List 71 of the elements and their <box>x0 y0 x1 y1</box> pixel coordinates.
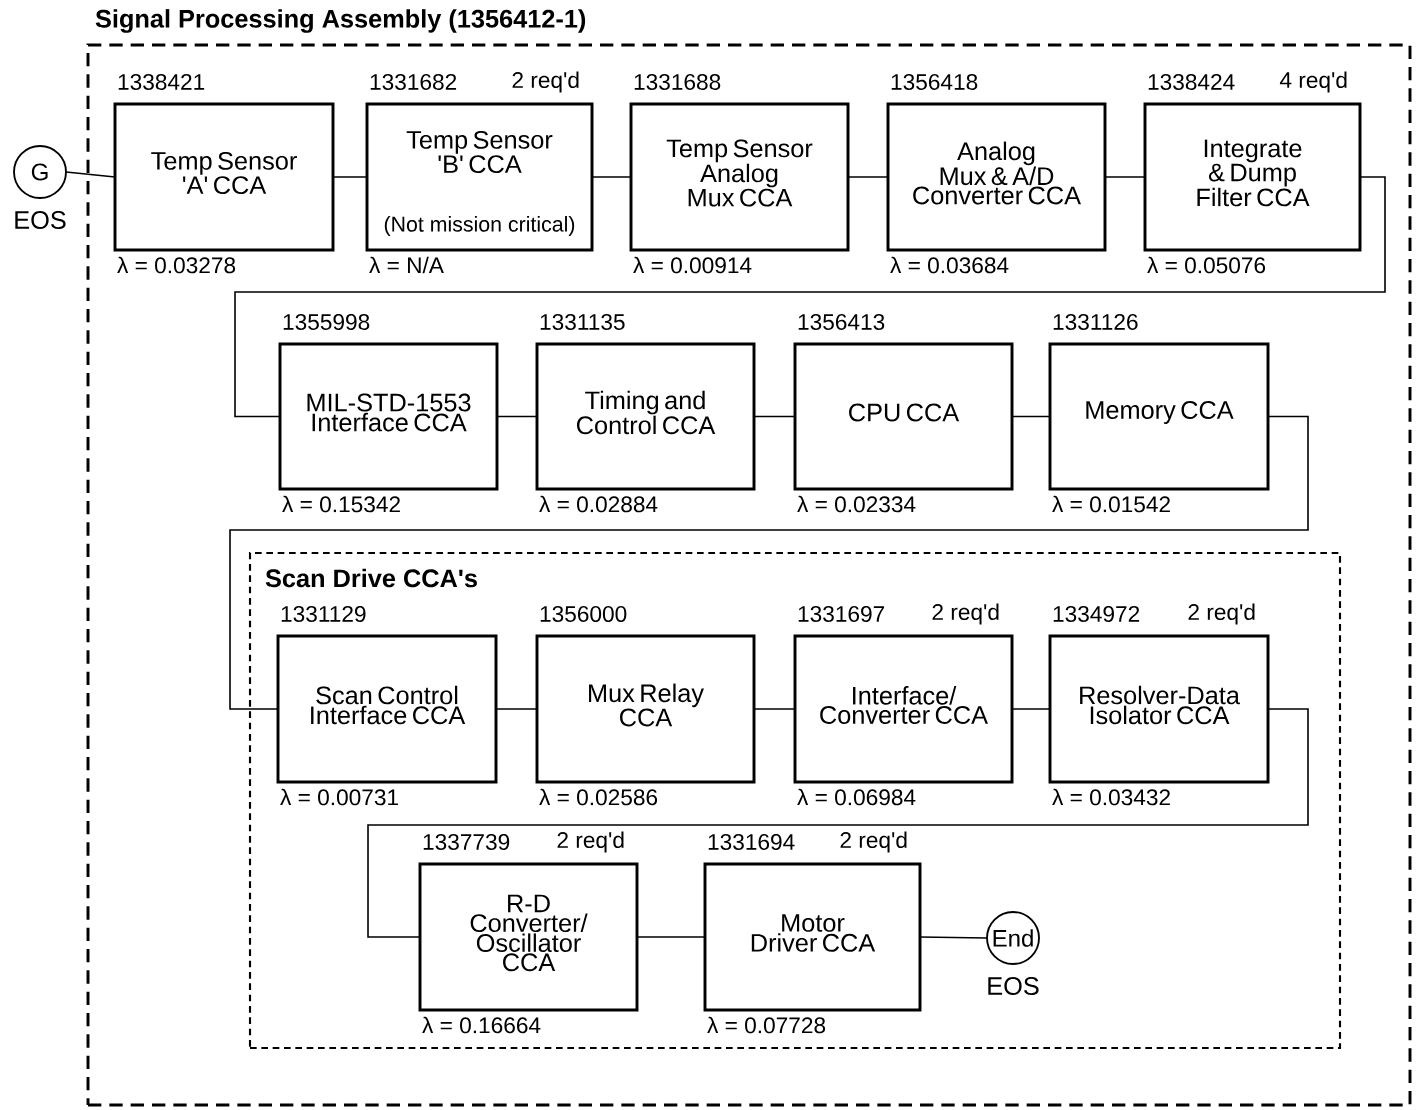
failure-rate-label: λ = 0.00731 <box>280 788 398 806</box>
part-number: 1355998 <box>283 313 370 331</box>
quantity-label: 2 req'd <box>512 71 579 93</box>
part-number: 1331129 <box>281 605 366 623</box>
circle-label: EOS <box>988 977 1039 995</box>
component-box: R-D Converter/ Oscillator CCA <box>418 862 639 1012</box>
connector-line <box>1104 176 1146 178</box>
connector-line <box>847 176 889 178</box>
failure-rate-label: λ = 0.00914 <box>633 256 752 274</box>
quantity-label: 2 req'd <box>1188 603 1255 625</box>
component-box: Mux Relay CCA <box>535 634 756 784</box>
part-number: 1338424 <box>1148 73 1235 91</box>
part-number: 1331126 <box>1053 313 1138 331</box>
connector-line <box>234 176 1386 418</box>
connector-line <box>229 415 1309 710</box>
quantity-label: 2 req'd <box>557 831 624 853</box>
part-number: 1356000 <box>540 605 627 623</box>
group-title: Scan Drive CCA's <box>265 568 477 588</box>
failure-rate-label: λ = 0.03278 <box>117 256 236 274</box>
connector-line <box>591 176 632 178</box>
component-box: Analog Mux & A/D Converter CCA <box>886 102 1107 252</box>
component-box: Interface/ Converter CCA <box>793 634 1014 784</box>
failure-rate-label: λ = 0.15342 <box>282 495 400 513</box>
connector-line <box>1011 415 1051 418</box>
component-box: Integrate & Dump Filter CCA <box>1143 102 1362 252</box>
component-box: Temp Sensor 'B' CCA (Not mission critical) <box>365 102 594 252</box>
failure-rate-label: λ = 0.05076 <box>1147 256 1266 274</box>
failure-rate-label: λ = 0.01542 <box>1052 495 1170 513</box>
connector-line <box>367 708 1309 938</box>
quantity-label: 4 req'd <box>1279 71 1347 93</box>
failure-rate-label: λ = 0.03432 <box>1052 788 1170 806</box>
failure-rate-label: λ = 0.02586 <box>539 788 658 806</box>
failure-rate-label: λ = 0.02334 <box>797 495 916 513</box>
failure-rate-label: λ = 0.16664 <box>422 1016 541 1034</box>
part-number: 1337739 <box>423 833 510 851</box>
component-box: Scan Control Interface CCA <box>276 634 498 784</box>
failure-rate-label: λ = N/A <box>369 256 444 274</box>
part-number: 1356418 <box>891 73 978 91</box>
part-number: 1331697 <box>798 605 885 623</box>
part-number: 1356413 <box>798 313 885 331</box>
connector-line <box>496 415 538 418</box>
part-number: 1331694 <box>708 833 795 851</box>
part-number: 1331682 <box>370 73 457 91</box>
component-box: Motor Driver CCA <box>703 862 922 1012</box>
component-box: MIL-STD-1553 Interface CCA <box>278 342 499 491</box>
component-box: Temp Sensor 'A' CCA <box>113 102 335 252</box>
connector-line <box>636 936 706 938</box>
connector-line <box>753 415 796 418</box>
connector-line <box>65 171 116 178</box>
part-number: 1338421 <box>118 73 205 91</box>
quantity-label: 2 req'd <box>840 831 907 853</box>
connector-line <box>332 176 368 178</box>
connector-line <box>495 708 538 710</box>
component-box: CPU CCA <box>793 342 1014 491</box>
connector-line <box>1011 708 1051 710</box>
failure-rate-label: λ = 0.06984 <box>797 788 916 806</box>
connector-line <box>753 708 796 710</box>
component-box: Timing and Control CCA <box>535 342 756 491</box>
part-number: 1331135 <box>540 313 625 331</box>
failure-rate-label: λ = 0.07728 <box>707 1016 826 1034</box>
part-number: 1334972 <box>1053 605 1140 623</box>
component-box: Resolver-Data Isolator CCA <box>1048 634 1270 784</box>
circle-label: EOS <box>15 211 66 229</box>
failure-rate-label: λ = 0.02884 <box>539 495 658 513</box>
connector-line <box>919 936 988 939</box>
quantity-label: 2 req'd <box>932 603 999 625</box>
component-box: Memory CCA <box>1048 342 1270 491</box>
component-box: Temp Sensor Analog Mux CCA <box>629 102 850 252</box>
group-title: Signal Processing Assembly (1356412-1) <box>95 9 586 33</box>
part-number: 1331688 <box>634 73 721 91</box>
failure-rate-label: λ = 0.03684 <box>890 256 1009 274</box>
